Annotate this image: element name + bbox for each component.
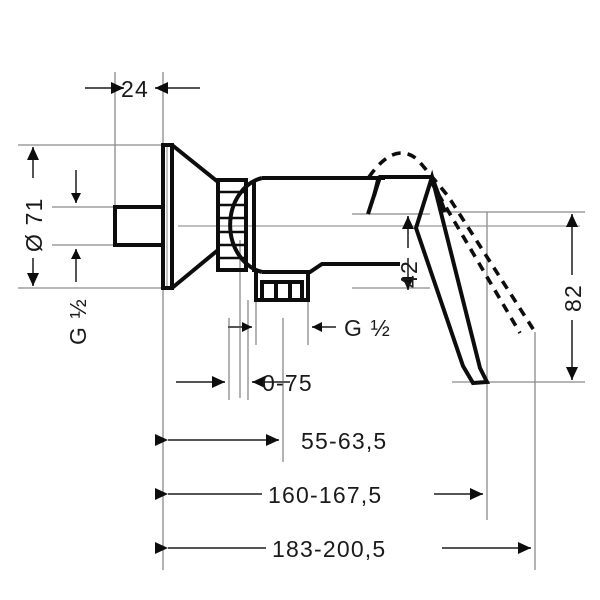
dimension-flange-diameter: Ø 71 [21, 147, 47, 286]
lever-arm [413, 169, 491, 386]
dimension-wall-offset: 0-75 [176, 370, 313, 396]
label-flange-diameter: Ø 71 [21, 197, 47, 252]
dimension-lever-vertical: 82 [560, 214, 586, 380]
dimension-inlet-thread: G ½ [65, 170, 91, 345]
dimension-depth-medium: 160-167,5 [155, 480, 483, 508]
dimension-lever-height: 42 [396, 216, 422, 290]
product-outline-2 [228, 169, 491, 386]
dimension-depth-short: 55-63,5 [155, 428, 387, 454]
label-lever-height: 42 [396, 260, 422, 288]
dimension-depth-total: 183-200,5 [155, 534, 531, 562]
label-outlet-thread: G ½ [344, 315, 391, 341]
outlet-spigot [254, 272, 310, 302]
label-depth-medium: 160-167,5 [268, 482, 382, 508]
body-round-end [228, 176, 263, 274]
label-depth-short: 55-63,5 [301, 428, 387, 454]
extension-lines [18, 72, 585, 570]
label-inlet-thread: G ½ [65, 298, 91, 345]
mixer-body [252, 176, 400, 274]
dimension-flange-depth: 24 [85, 76, 200, 102]
dimension-outlet-thread: G ½ [228, 315, 391, 341]
label-lever-vertical: 82 [560, 284, 586, 312]
lever-alternate-position [367, 151, 537, 334]
label-wall-offset: 0-75 [262, 370, 313, 396]
product-outline [113, 143, 248, 290]
label-depth-total: 183-200,5 [272, 536, 386, 562]
label-flange-depth: 24 [121, 76, 149, 102]
wall-flange-plate [161, 143, 174, 290]
knurled-nut [216, 178, 248, 272]
inlet-connector [113, 205, 163, 247]
